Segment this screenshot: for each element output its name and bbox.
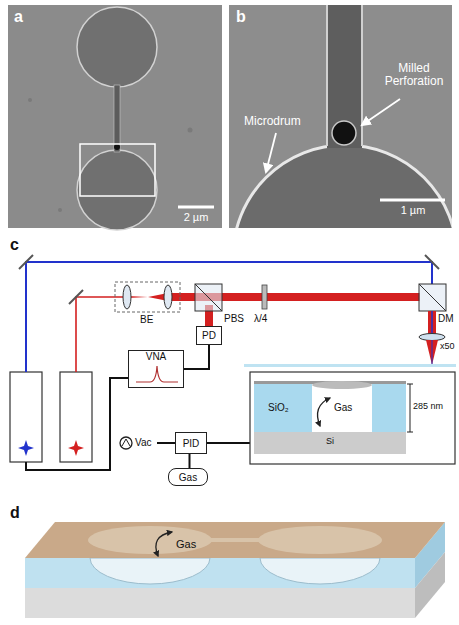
red-beam [428,311,436,334]
dichroic-mirror [419,284,446,311]
panel-letter: a [14,8,23,26]
perforation [332,121,356,145]
gas-flow-arrow [318,398,330,426]
cavity-section [260,558,380,584]
figure-label: Gas [334,402,352,413]
blue-beam [26,262,432,372]
figure-label: 1 µm [392,204,434,216]
laser-source [68,440,84,456]
figure-label: Gas [176,538,196,550]
instrument-box: VNA [128,350,184,388]
graphene-top [25,522,445,558]
instrument-box: PD [196,326,222,345]
perforation [114,144,120,150]
figure-label: Si [326,437,334,447]
panel-letter: c [10,236,19,254]
pointer-arrow [362,99,400,125]
figure-label: x50 [440,342,455,352]
panel-letter: d [10,504,20,522]
figure-label: PBS [224,313,244,324]
objective-lens [419,334,445,341]
figure-label: 2 µm [176,211,216,223]
lens [123,285,131,309]
chip-surface [244,364,456,367]
drum-circle [77,150,157,230]
figure-label: Milled Perforation [378,62,450,88]
laser-box [10,372,42,462]
signal-wire [184,345,209,369]
figure-label: Vac [135,437,152,448]
silicon-side [415,552,445,618]
laser-source [18,440,34,456]
blue-beam [431,311,433,334]
figure-label: SiO₂ [268,402,289,413]
sem-speckle [28,98,32,102]
cavity-section [90,558,210,584]
instrument-label: PID [183,438,200,449]
sem-speckle [58,208,62,212]
gas-line [207,442,250,444]
beam-splitter [195,284,222,311]
pump-symbol [120,437,132,449]
mirror [425,255,439,269]
sem-speckle [188,128,193,133]
oxide-face [25,558,415,588]
instrument-box: PID [175,432,207,454]
panel-letter: b [236,8,246,26]
membrane [312,381,372,389]
scale-bar [380,199,445,202]
dichroic-mirror [419,284,446,311]
red-beam [76,297,127,372]
zoom-box [80,144,155,196]
channel [327,5,362,148]
scale-bar [178,206,214,209]
channel [114,85,120,152]
dimension-tick [407,432,413,433]
instrument-label: VNA [146,351,167,362]
signal-wire [26,378,128,470]
drum-outline [258,526,382,554]
silicon-face [25,588,415,618]
lens [164,285,172,309]
signal-wire [189,454,191,468]
pointer-arrow [266,133,276,172]
red-beam [426,340,438,365]
figure-label: DM [438,313,454,324]
waveplate [262,285,267,309]
oxide-layer [372,384,406,432]
oxide-layer [254,384,312,432]
microdrum-edge [233,145,452,228]
channel-edge [326,5,328,146]
expander-box [115,282,180,312]
instrument-box: Gas [168,468,208,486]
drum-outline [88,526,212,554]
figure-label: BE [140,314,153,325]
instrument-label: Gas [179,472,197,483]
figure-label: Microdrum [244,115,301,128]
gas-flow-arrow [156,532,172,556]
gas-line [157,442,175,444]
drum-circle [77,7,157,87]
figure-label: λ/4 [254,313,267,324]
resonance-curve [136,366,178,382]
mirror [19,255,33,269]
mirror [69,290,83,304]
dimension-line [410,384,411,432]
dimension-tick [407,384,413,385]
silicon-substrate [254,432,406,454]
pump-symbol [122,439,130,446]
blue-beam [432,340,433,365]
beam-splitter [195,284,222,311]
instrument-label: PD [202,330,216,341]
figure-label: 285 nm [413,402,443,412]
channel [210,538,260,542]
chip-inset [250,372,455,464]
laser-box [60,372,92,462]
